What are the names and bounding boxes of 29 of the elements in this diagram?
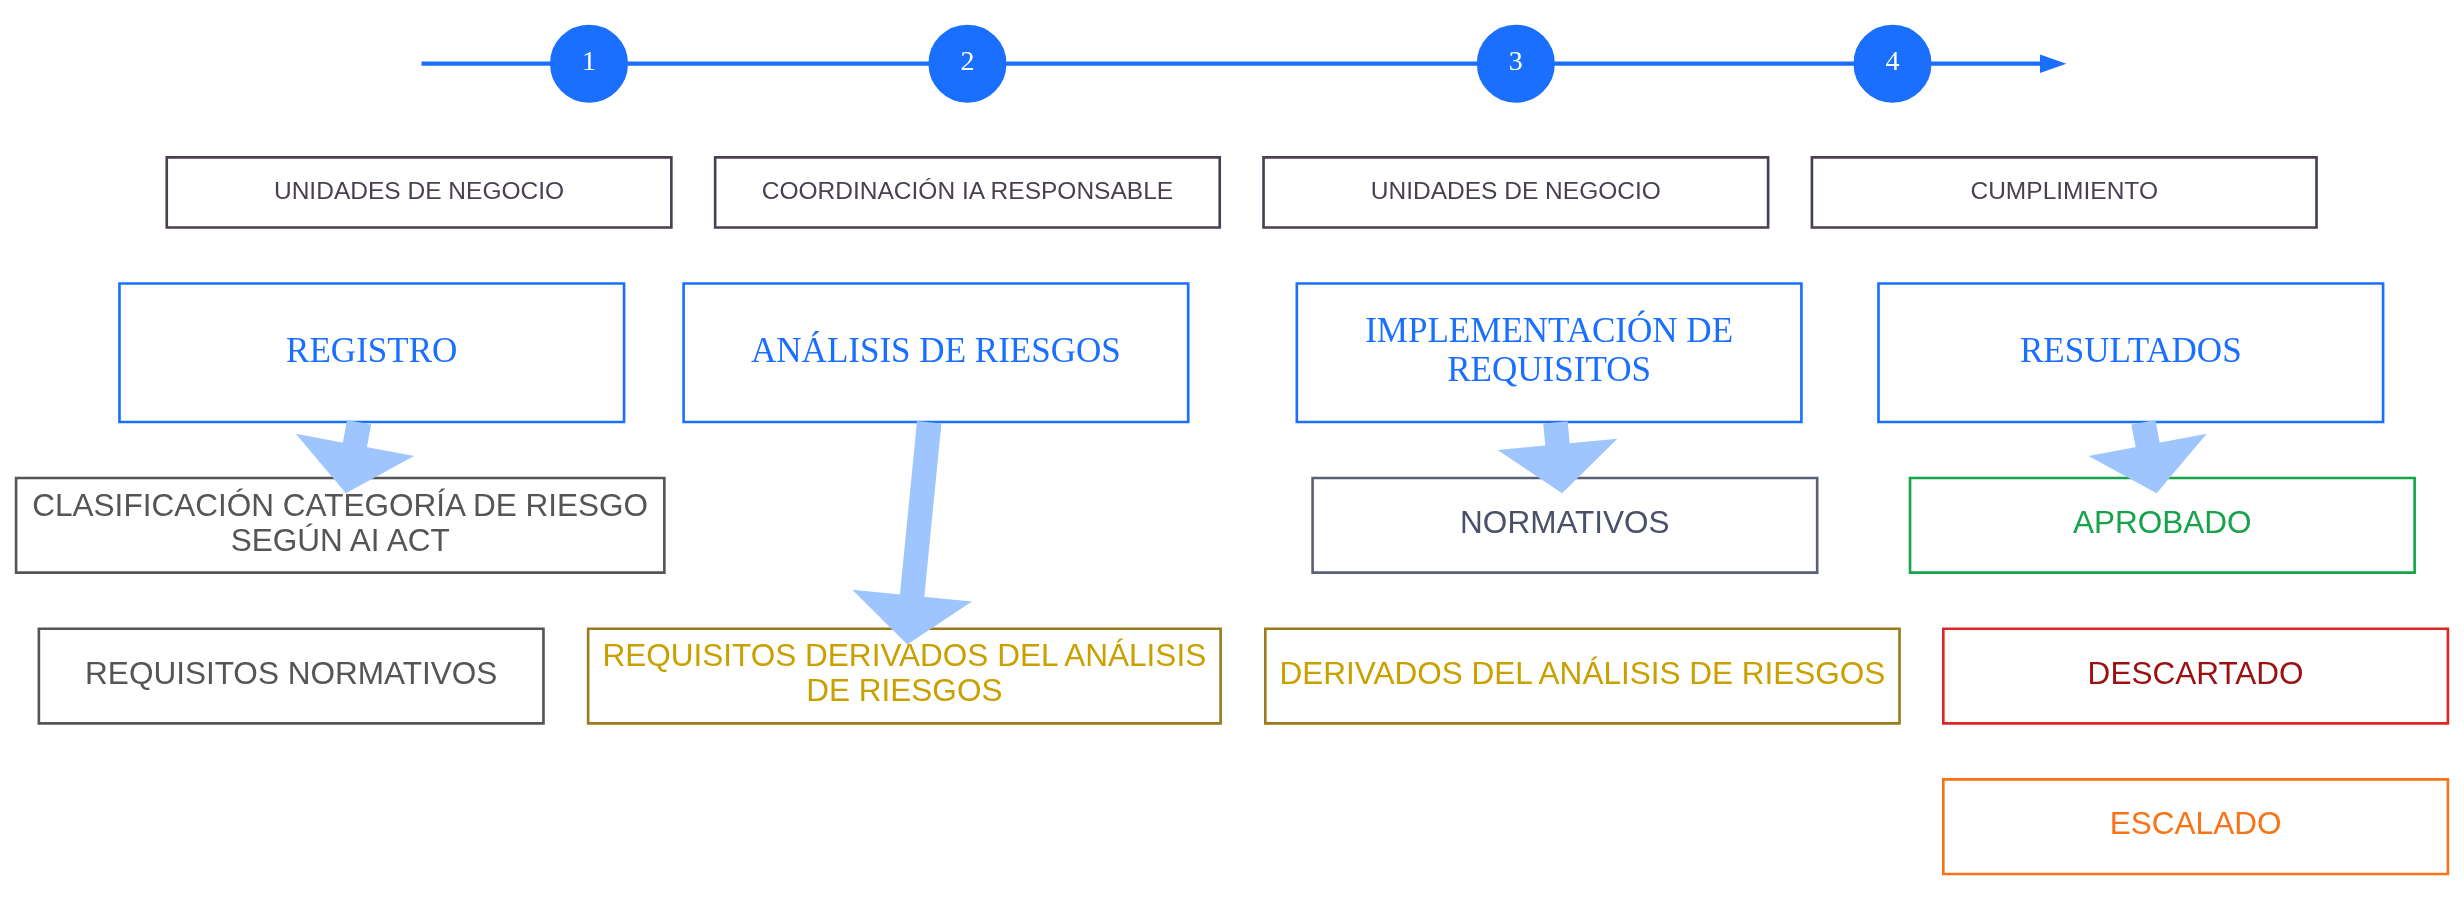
node-box: REGISTRO (118, 282, 626, 424)
connector (1005, 61, 1478, 66)
node-box: NORMATIVOS (1311, 476, 1819, 574)
node-box: APROBADO (1908, 476, 2416, 574)
node-box: COORDINACIÓN IA RESPONSABLE (713, 156, 1222, 229)
node-box: DERIVADOS DEL ANÁLISIS DE RIESGOS (1263, 627, 1901, 725)
node-box: UNIDADES DE NEGOCIO (1262, 156, 1770, 229)
node-box: CLASIFICACIÓN CATEGORÍA DE RIESGO SEGÚN AI ACT (14, 476, 666, 574)
arrow (1497, 421, 1618, 494)
node-box: UNIDADES DE NEGOCIO (165, 156, 673, 229)
node-box: REQUISITOS DERIVADOS DEL ANÁLISIS DE RIESGOS (586, 627, 1222, 725)
node-circle: 3 (1476, 24, 1555, 103)
arrow (1930, 54, 2067, 73)
node-box: CUMPLIMIENTO (1810, 156, 2318, 229)
connector (1554, 61, 1855, 66)
connector (626, 61, 930, 66)
node-box: REQUISITOS NORMATIVOS (37, 627, 545, 725)
node-circle: 1 (550, 24, 628, 103)
node-box: IMPLEMENTACIÓN DE REQUISITOS (1295, 282, 1803, 424)
arrow (2088, 420, 2207, 494)
node-box: ANÁLISIS DE RIESGOS (682, 282, 1190, 424)
connector (421, 61, 552, 66)
node-circle: 2 (928, 24, 1007, 103)
arrow (295, 420, 415, 494)
node-box: DESCARTADO (1942, 627, 2450, 725)
node-box: RESULTADOS (1877, 282, 2385, 424)
node-circle: 4 (1853, 24, 1932, 103)
arrow (852, 421, 972, 645)
node-box: ESCALADO (1942, 778, 2450, 876)
